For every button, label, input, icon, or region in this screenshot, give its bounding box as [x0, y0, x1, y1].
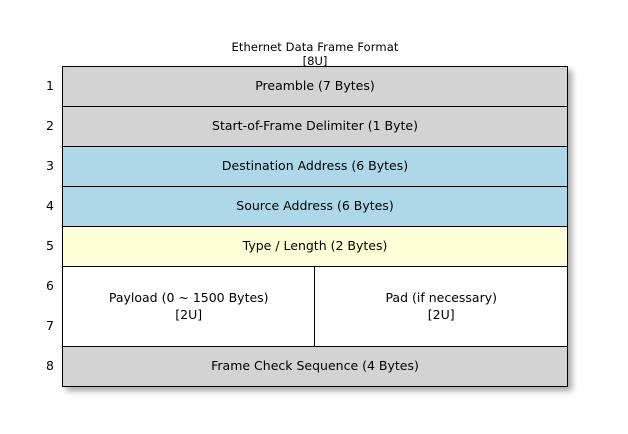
- table-row-type-length: Type / Length (2 Bytes): [62, 226, 568, 267]
- field-fcs-label: Frame Check Sequence (4 Bytes): [211, 358, 419, 374]
- table-row-payload-pad: Payload (0 ~ 1500 Bytes) [2U] Pad (if ne…: [61, 266, 568, 347]
- field-destination-address-label: Destination Address (6 Bytes): [221, 158, 409, 174]
- field-source-address-label: Source Address (6 Bytes): [236, 198, 394, 214]
- field-payload[interactable]: Payload (0 ~ 1500 Bytes) [2U]: [61, 266, 316, 347]
- row-number-1: 1: [46, 78, 54, 93]
- row-number-4: 4: [46, 198, 54, 213]
- row-number-2: 2: [46, 118, 54, 133]
- table-row-preamble: Preamble (7 Bytes): [62, 66, 568, 107]
- field-pad-label: Pad (if necessary): [385, 289, 497, 305]
- field-destination-address[interactable]: Destination Address (6 Bytes): [62, 146, 568, 187]
- row-number-6: 6: [46, 278, 54, 293]
- field-start-of-frame-delimiter[interactable]: Start-of-Frame Delimiter (1 Byte): [62, 106, 568, 147]
- table-row-frame-check-sequence: Frame Check Sequence (4 Bytes): [62, 346, 568, 387]
- field-frame-check-sequence[interactable]: Frame Check Sequence (4 Bytes): [62, 346, 568, 387]
- diagram-title-block: Ethernet Data Frame Format [8U]: [62, 40, 568, 69]
- field-payload-label: Payload (0 ~ 1500 Bytes): [108, 289, 269, 305]
- table-row-source-address: Source Address (6 Bytes): [62, 186, 568, 227]
- field-type-length-label: Type / Length (2 Bytes): [242, 238, 388, 254]
- row-number-gutter: 1 2 3 4 5 6 7 8: [38, 66, 62, 396]
- field-source-address[interactable]: Source Address (6 Bytes): [62, 186, 568, 227]
- frame-format-table: Preamble (7 Bytes) Start-of-Frame Delimi…: [61, 66, 568, 387]
- page-title: Ethernet Data Frame Format: [231, 40, 399, 54]
- field-preamble[interactable]: Preamble (7 Bytes): [62, 66, 568, 107]
- row-number-7: 7: [46, 318, 54, 333]
- field-payload-subscript: [2U]: [175, 306, 203, 322]
- table-row-sfd: Start-of-Frame Delimiter (1 Byte): [62, 106, 568, 147]
- row-number-5: 5: [46, 238, 54, 253]
- table-row-destination-address: Destination Address (6 Bytes): [62, 146, 568, 187]
- field-preamble-label: Preamble (7 Bytes): [255, 78, 375, 94]
- field-type-length[interactable]: Type / Length (2 Bytes): [62, 226, 568, 267]
- ethernet-frame-diagram: 1 2 3 4 5 6 7 8 Preamble (7 Bytes) Start…: [38, 66, 578, 406]
- row-number-8: 8: [46, 358, 54, 373]
- field-pad[interactable]: Pad (if necessary) [2U]: [314, 266, 568, 347]
- field-sfd-label: Start-of-Frame Delimiter (1 Byte): [212, 118, 418, 134]
- row-number-3: 3: [46, 158, 54, 173]
- page-title-subscript: [8U]: [302, 54, 328, 69]
- field-pad-subscript: [2U]: [427, 306, 455, 322]
